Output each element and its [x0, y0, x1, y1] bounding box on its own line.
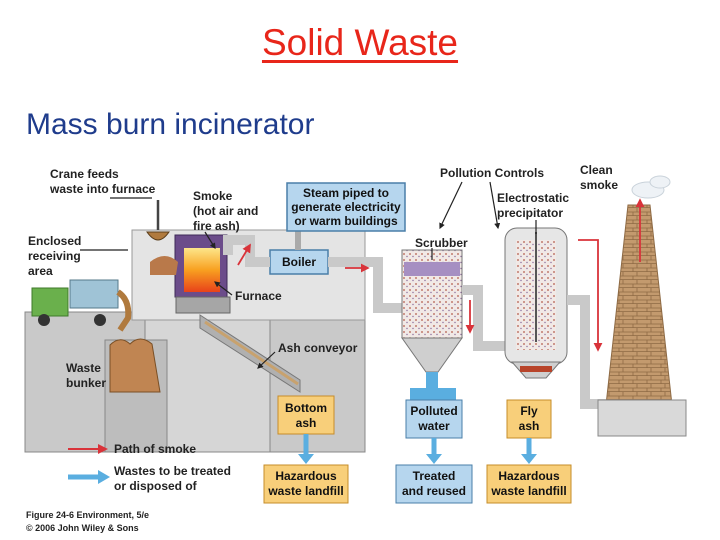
polluted-water-label-2: water	[417, 419, 450, 433]
bottom-ash-label-2: ash	[296, 416, 317, 430]
furnace-grate	[175, 296, 231, 314]
legend-wastes-2: or disposed of	[114, 479, 198, 493]
pointer-furnace	[214, 281, 233, 296]
treated-label-1: Treated	[413, 469, 456, 483]
enclosed-label-1: Enclosed	[28, 234, 81, 248]
smoke-arrow-precip	[578, 239, 603, 352]
page-title: Solid Waste	[261, 22, 459, 63]
steam-label-1: Steam piped to	[303, 186, 389, 200]
pointer-pollution	[439, 181, 463, 230]
chimney-base	[597, 399, 687, 437]
precipitator-ash	[520, 366, 552, 372]
furnace-label: Furnace	[235, 289, 282, 303]
pointer-ash-conveyor	[257, 351, 276, 369]
scrubber-label: Scrubber	[415, 236, 468, 250]
duct-furnace-boiler	[223, 235, 270, 267]
furnace-fire	[184, 248, 220, 292]
hazardous-2-label-1: Hazardous	[498, 469, 560, 483]
hazardous-1-label-1: Hazardous	[275, 469, 337, 483]
duct-scrubber-precip	[462, 285, 505, 351]
bottom-ash-box	[277, 395, 335, 435]
electrostatic-label-1: Electrostatic	[497, 191, 569, 205]
waste-arrow-3-head	[521, 454, 537, 464]
smoke-label-3: fire ash)	[193, 219, 240, 233]
waste-arrow-1-head	[298, 454, 314, 464]
pointer-pollution-2	[489, 181, 501, 230]
fly-ash-label-1: Fly	[520, 404, 538, 418]
truck-cab	[31, 287, 69, 317]
chimney	[605, 204, 673, 406]
truck-wheel-2	[94, 314, 106, 326]
pointer-smoke	[204, 231, 216, 250]
clean-smoke-label-2: smoke	[580, 178, 618, 192]
figure-credit-2: © 2006 John Wiley & Sons	[26, 523, 139, 533]
treated-label-2: and reused	[402, 484, 466, 498]
truck-wheel-1	[38, 314, 50, 326]
scrubber-funnel	[401, 337, 463, 373]
scrubber-spray	[404, 262, 460, 276]
duct-precip-stack	[567, 295, 610, 409]
hazardous-landfill-2-box	[486, 464, 572, 504]
waste-pile	[109, 338, 161, 393]
steam-box	[286, 182, 406, 232]
clean-smoke-cloud-2	[649, 175, 671, 189]
waste-arrow-2-head	[426, 454, 442, 464]
steam-label-3: or warm buildings	[294, 214, 398, 228]
enclosed-label-2: receiving	[28, 249, 81, 263]
ash-conveyor-label: Ash conveyor	[278, 341, 358, 355]
ramp-waste	[150, 256, 178, 275]
clean-smoke-label-1: Clean	[580, 163, 613, 177]
truck-dump	[116, 289, 132, 332]
hazardous-1-label-2: waste landfill	[267, 484, 343, 498]
fly-ash-label-2: ash	[519, 419, 540, 433]
smoke-arrow-furnace	[237, 243, 251, 266]
boiler-label: Boiler	[282, 255, 316, 269]
polluted-water-label-1: Polluted	[410, 404, 457, 418]
enclosed-label-3: area	[28, 264, 53, 278]
legend-waste-arrow-head	[98, 470, 110, 484]
electrostatic-label-2: precipitator	[497, 206, 563, 220]
legend-path-of-smoke: Path of smoke	[114, 442, 196, 456]
ash-on-conveyor	[204, 320, 299, 386]
bottom-ash-label-1: Bottom	[285, 401, 327, 415]
legend-wastes-1: Wastes to be treated	[114, 464, 231, 478]
duct-boiler-scrubber	[328, 257, 402, 313]
crane-label-2: waste into furnace	[49, 182, 156, 196]
scrubber-drain	[426, 372, 438, 388]
pollution-controls-label: Pollution Controls	[440, 166, 544, 180]
polluted-water-box	[405, 399, 463, 439]
hazardous-2-label-2: waste landfill	[490, 484, 566, 498]
treated-reused-box	[395, 464, 473, 504]
crane-claw	[146, 231, 170, 241]
waste-bunker-label-2: bunker	[66, 376, 106, 390]
hazardous-landfill-1-box	[263, 464, 349, 504]
page-subtitle: Mass burn incinerator	[26, 108, 315, 141]
figure-credit-1: Figure 24-6 Environment, 5/e	[26, 510, 149, 520]
crane-label-1: Crane feeds	[50, 167, 119, 181]
waste-bunker-label-1: Waste	[66, 361, 101, 375]
steam-label-2: generate electricity	[291, 200, 401, 214]
smoke-label-2: (hot air and	[193, 204, 258, 218]
scrubber-tank	[410, 388, 456, 400]
smoke-label-1: Smoke	[193, 189, 233, 203]
truck-container	[69, 279, 119, 309]
